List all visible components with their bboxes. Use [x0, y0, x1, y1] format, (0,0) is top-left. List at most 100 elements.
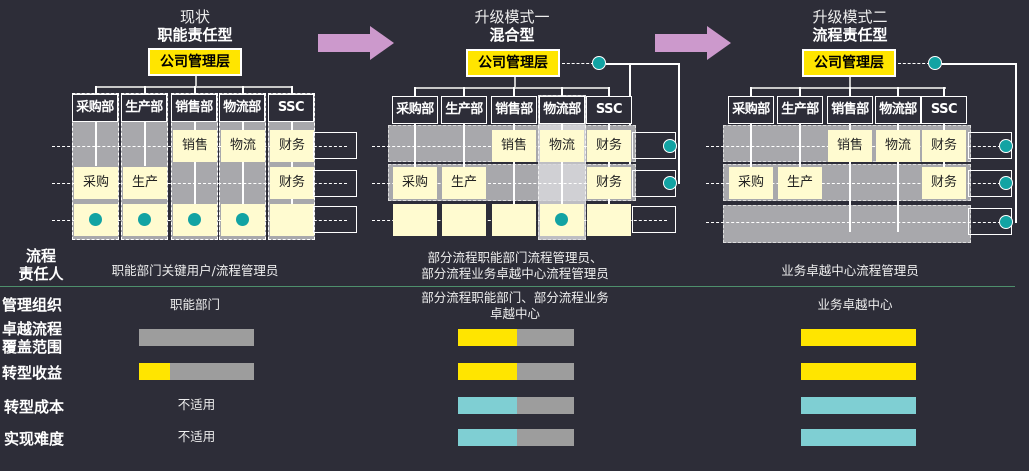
dept-header-sales: 销售部 [491, 96, 537, 124]
coverage-bar [139, 329, 254, 346]
dept-header-ssc: SSC [921, 96, 967, 124]
management-box: 公司管理层 [802, 49, 896, 77]
dept-header-purchasing: 采购部 [392, 96, 438, 124]
panel-title: 现状 职能责任型 [115, 8, 275, 44]
org-connector [750, 87, 946, 89]
panel-title-line2: 混合型 [489, 26, 535, 44]
process-line [706, 222, 1006, 223]
dept-line [750, 87, 752, 167]
management-link [898, 63, 930, 64]
owner-node-dot [663, 176, 677, 190]
process-cell-finance: 财务 [587, 167, 631, 199]
panel3-process-owner: 业务卓越中心流程管理员 [781, 263, 919, 278]
dept-header-logistics: 物流部 [539, 96, 585, 124]
row-label-coverage: 卓越流程 覆盖范围 [2, 320, 62, 356]
difficulty-bar-fill [458, 429, 518, 446]
benefit-bar [139, 363, 254, 380]
org-connector [849, 77, 851, 87]
process-cell-empty [393, 204, 437, 236]
desc-line: 部分流程业务卓越中心流程管理员 [421, 266, 609, 281]
not-applicable-text: 不适用 [177, 429, 216, 444]
process-cell-production: 生产 [778, 167, 822, 199]
cost-bar [458, 397, 574, 414]
management-box: 公司管理层 [466, 49, 560, 77]
process-cell-sales: 销售 [828, 130, 872, 162]
desc-line: 卓越中心 [489, 306, 540, 321]
process-cell-purchasing: 采购 [74, 167, 118, 199]
process-end-box [313, 170, 357, 197]
process-cell-finance: 财务 [270, 167, 314, 199]
dept-header-ssc: SSC [586, 96, 632, 124]
row-label-line: 流程 [25, 247, 56, 265]
owner-link [678, 63, 680, 184]
panel1-process-owner: 职能部门关键用户/流程管理员 [111, 263, 279, 278]
process-cell-empty [492, 204, 536, 236]
process-cell-sales: 销售 [173, 130, 217, 162]
panel2-management-org: 部分流程职能部门、部分流程业务 卓越中心 [400, 290, 630, 322]
owner-dot [555, 213, 568, 226]
owner-dot [188, 213, 201, 226]
process-cell-logistics: 物流 [876, 130, 920, 162]
dept-header-purchasing: 采购部 [728, 96, 774, 124]
process-cell-production: 生产 [442, 167, 486, 199]
benefit-bar-fill [139, 363, 171, 380]
panel2-process-owner: 部分流程职能部门流程管理员、 部分流程业务卓越中心流程管理员 [400, 250, 630, 282]
owner-link [606, 63, 679, 65]
panel-title-line1: 升级模式一 [474, 8, 550, 26]
owner-node-dot [592, 56, 606, 70]
benefit-bar-fill [458, 363, 518, 380]
process-cell-finance: 财务 [270, 130, 314, 162]
process-end-box [632, 206, 676, 233]
owner-dot [89, 213, 102, 226]
management-box: 公司管理层 [148, 48, 242, 76]
dept-line [414, 87, 416, 167]
coverage-bar-fill [801, 329, 916, 346]
process-line [52, 183, 347, 184]
benefit-bar [458, 363, 574, 380]
desc-line: 部分流程职能部门流程管理员、 [427, 250, 603, 265]
dept-header-production: 生产部 [121, 94, 167, 122]
owner-node-dot [999, 139, 1013, 153]
org-connector [514, 77, 516, 87]
process-cell-finance: 财务 [922, 167, 966, 199]
panel-title-line2: 流程责任型 [812, 26, 888, 44]
owner-node-dot [663, 139, 677, 153]
process-line [372, 183, 617, 184]
panel-title: 升级模式一 混合型 [432, 8, 592, 44]
process-cell-logistics: 物流 [221, 130, 265, 162]
dept-header-logistics: 物流部 [875, 96, 921, 124]
management-link [562, 63, 594, 64]
row-label-process-owner: 流程 责任人 [18, 247, 64, 283]
row-label-line: 责任人 [18, 265, 64, 283]
owner-link [1015, 63, 1017, 223]
cost-bar [801, 397, 916, 414]
desc-line: 部分流程职能部门、部分流程业务 [421, 290, 609, 305]
process-cell-logistics: 物流 [540, 130, 584, 162]
section-separator [0, 286, 1015, 287]
process-cell-empty [442, 204, 486, 236]
org-connector [195, 76, 197, 86]
org-connector [414, 87, 610, 89]
cost-bar-fill [801, 397, 916, 414]
row-label-difficulty: 实现难度 [4, 430, 65, 448]
panel-title-line1: 现状 [179, 8, 210, 26]
panel-title-line1: 升级模式二 [812, 8, 888, 26]
dept-line [144, 86, 146, 166]
process-cell-empty [270, 204, 314, 236]
process-end-box [313, 132, 357, 159]
dept-header-logistics: 物流部 [219, 94, 265, 122]
panel1-management-org: 职能部门 [169, 297, 220, 312]
coverage-bar-fill [458, 329, 518, 346]
benefit-bar-fill [801, 363, 916, 380]
process-cell-empty [587, 204, 631, 236]
process-cell-sales: 销售 [492, 130, 536, 162]
dept-header-sales: 销售部 [171, 94, 217, 122]
row-label-line: 覆盖范围 [2, 338, 63, 356]
panel-title-line2: 职能责任型 [157, 26, 233, 44]
owner-node-dot [999, 215, 1013, 229]
cost-bar-fill [458, 397, 518, 414]
process-cell-purchasing: 采购 [729, 167, 773, 199]
coverage-bar [458, 329, 574, 346]
process-cell-production: 生产 [123, 167, 167, 199]
dept-header-ssc: SSC [268, 94, 314, 122]
